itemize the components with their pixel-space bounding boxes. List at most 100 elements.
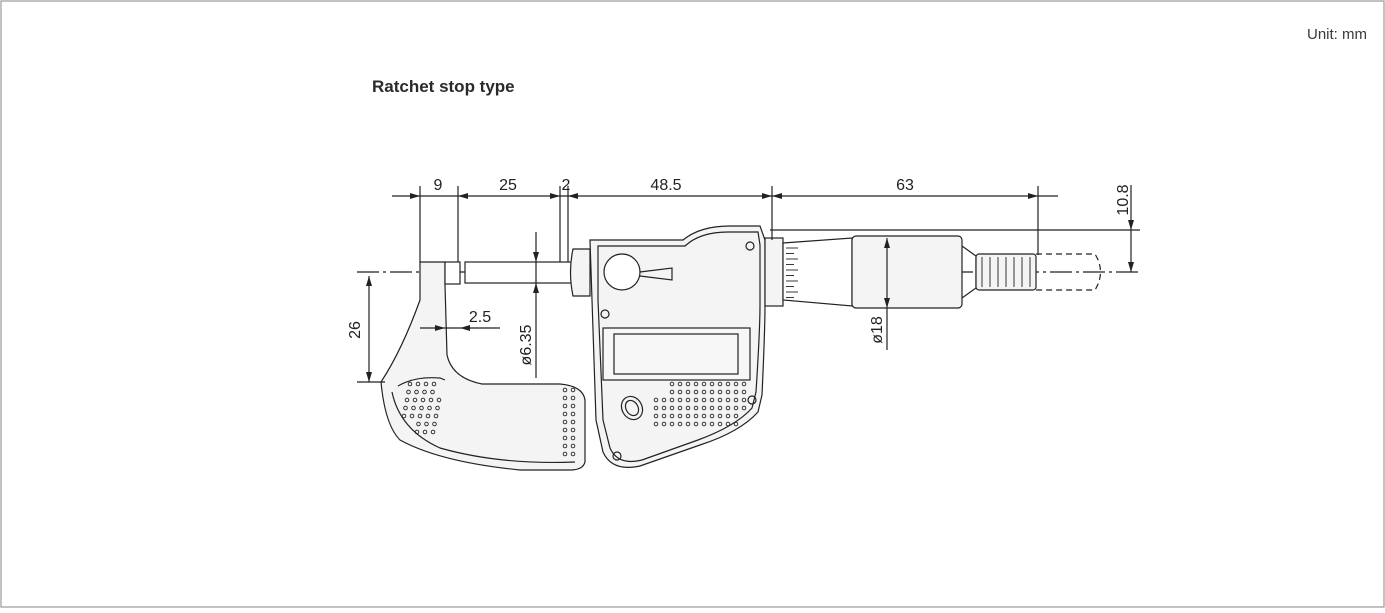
grip-dot <box>741 405 747 411</box>
grip-dot <box>661 413 667 419</box>
diagram-title: Ratchet stop type <box>372 77 515 96</box>
grip-dot <box>677 413 683 419</box>
grip-dot <box>725 389 731 395</box>
dim-label-63: 63 <box>896 177 914 194</box>
screw-bottom-left <box>612 451 622 461</box>
grip-dot <box>417 413 423 419</box>
grip-dot <box>709 389 715 395</box>
grip-dot <box>741 381 747 387</box>
grip-dot <box>669 421 675 427</box>
grip-dot <box>562 395 568 401</box>
grip-dot <box>562 419 568 425</box>
grip-dot <box>409 413 415 419</box>
grip-dot <box>733 421 739 427</box>
grip-dot <box>570 435 576 441</box>
dim-label-9: 9 <box>434 177 443 194</box>
grip-dot <box>725 397 731 403</box>
grip-dot <box>414 429 420 435</box>
grip-dot <box>401 413 407 419</box>
arrow-10-8-top <box>1128 220 1134 230</box>
arrow-63-right <box>1028 193 1038 199</box>
grip-dot <box>562 443 568 449</box>
grip-dot <box>653 397 659 403</box>
function-button <box>620 395 644 421</box>
grip-dot <box>701 389 707 395</box>
arrow-25-left <box>458 193 468 199</box>
grip-dot <box>433 413 439 419</box>
grip-dot <box>436 397 442 403</box>
grip-dot <box>741 397 747 403</box>
grip-dot <box>562 411 568 417</box>
anvil <box>444 261 461 285</box>
grip-dot <box>685 413 691 419</box>
grip-dot <box>725 421 731 427</box>
grip-dot <box>733 381 739 387</box>
grip-dot <box>669 405 675 411</box>
dim-label-2: 2 <box>562 177 571 194</box>
lcd-display <box>602 327 751 381</box>
function-button-inner <box>624 399 640 417</box>
grip-dot <box>685 381 691 387</box>
grip-dot <box>661 397 667 403</box>
dim-label-26: 26 <box>347 321 364 339</box>
grip-dot <box>430 389 435 395</box>
grip-dot <box>709 413 715 419</box>
grip-dot <box>570 411 576 417</box>
grip-dot <box>661 405 667 411</box>
grip-dot <box>685 405 691 411</box>
grip-dot <box>570 451 576 457</box>
c-frame-inner-curve <box>391 391 576 464</box>
grip-dot <box>427 405 432 411</box>
grip-dot <box>414 389 419 395</box>
grip-dot <box>407 381 413 387</box>
grip-dot <box>411 405 416 411</box>
grip-dot <box>709 381 715 387</box>
grip-dot <box>701 421 707 427</box>
body-inner-outline <box>597 231 761 463</box>
arrow-48-5-left <box>568 193 578 199</box>
grip-dot <box>709 397 715 403</box>
grip-dot <box>733 413 739 419</box>
grip-dot <box>562 403 568 409</box>
arrow-26-top <box>366 276 372 286</box>
grip-dot <box>693 405 699 411</box>
dim-label-25: 25 <box>499 177 517 194</box>
grip-dot <box>653 421 659 427</box>
lock-clamp-lever <box>639 267 673 281</box>
grip-dot <box>412 397 418 403</box>
grip-dot <box>693 421 699 427</box>
grip-dot <box>709 421 715 427</box>
grip-dot <box>416 421 421 427</box>
grip-dot <box>570 427 576 433</box>
grip-dot <box>685 421 691 427</box>
grip-dot <box>709 405 715 411</box>
grip-dot <box>570 443 576 449</box>
arrow-2-5-left <box>435 325 445 331</box>
arrow-2-5-right <box>460 325 470 331</box>
grip-dot <box>403 405 408 411</box>
grip-dot <box>685 389 691 395</box>
unit-label: Unit: mm <box>1307 26 1367 43</box>
grip-dot <box>677 405 683 411</box>
grip-dot <box>733 389 739 395</box>
grip-dot <box>701 413 707 419</box>
grip-dot <box>717 413 723 419</box>
arrow-6-35-bottom <box>533 283 539 293</box>
grip-dot <box>404 397 410 403</box>
grip-dot <box>570 419 576 425</box>
dim-label-10-8: 10.8 <box>1115 184 1132 215</box>
grip-dot <box>570 395 576 401</box>
grip-dot <box>406 389 411 395</box>
arrow-63-left <box>772 193 782 199</box>
grip-dot <box>669 413 675 419</box>
grip-dot <box>424 421 429 427</box>
grip-dot <box>562 427 568 433</box>
grip-dot <box>693 389 699 395</box>
grip-dot <box>420 397 426 403</box>
grip-dot <box>685 397 691 403</box>
grip-dot <box>701 397 707 403</box>
grip-dot <box>701 381 707 387</box>
grip-dot <box>661 421 667 427</box>
